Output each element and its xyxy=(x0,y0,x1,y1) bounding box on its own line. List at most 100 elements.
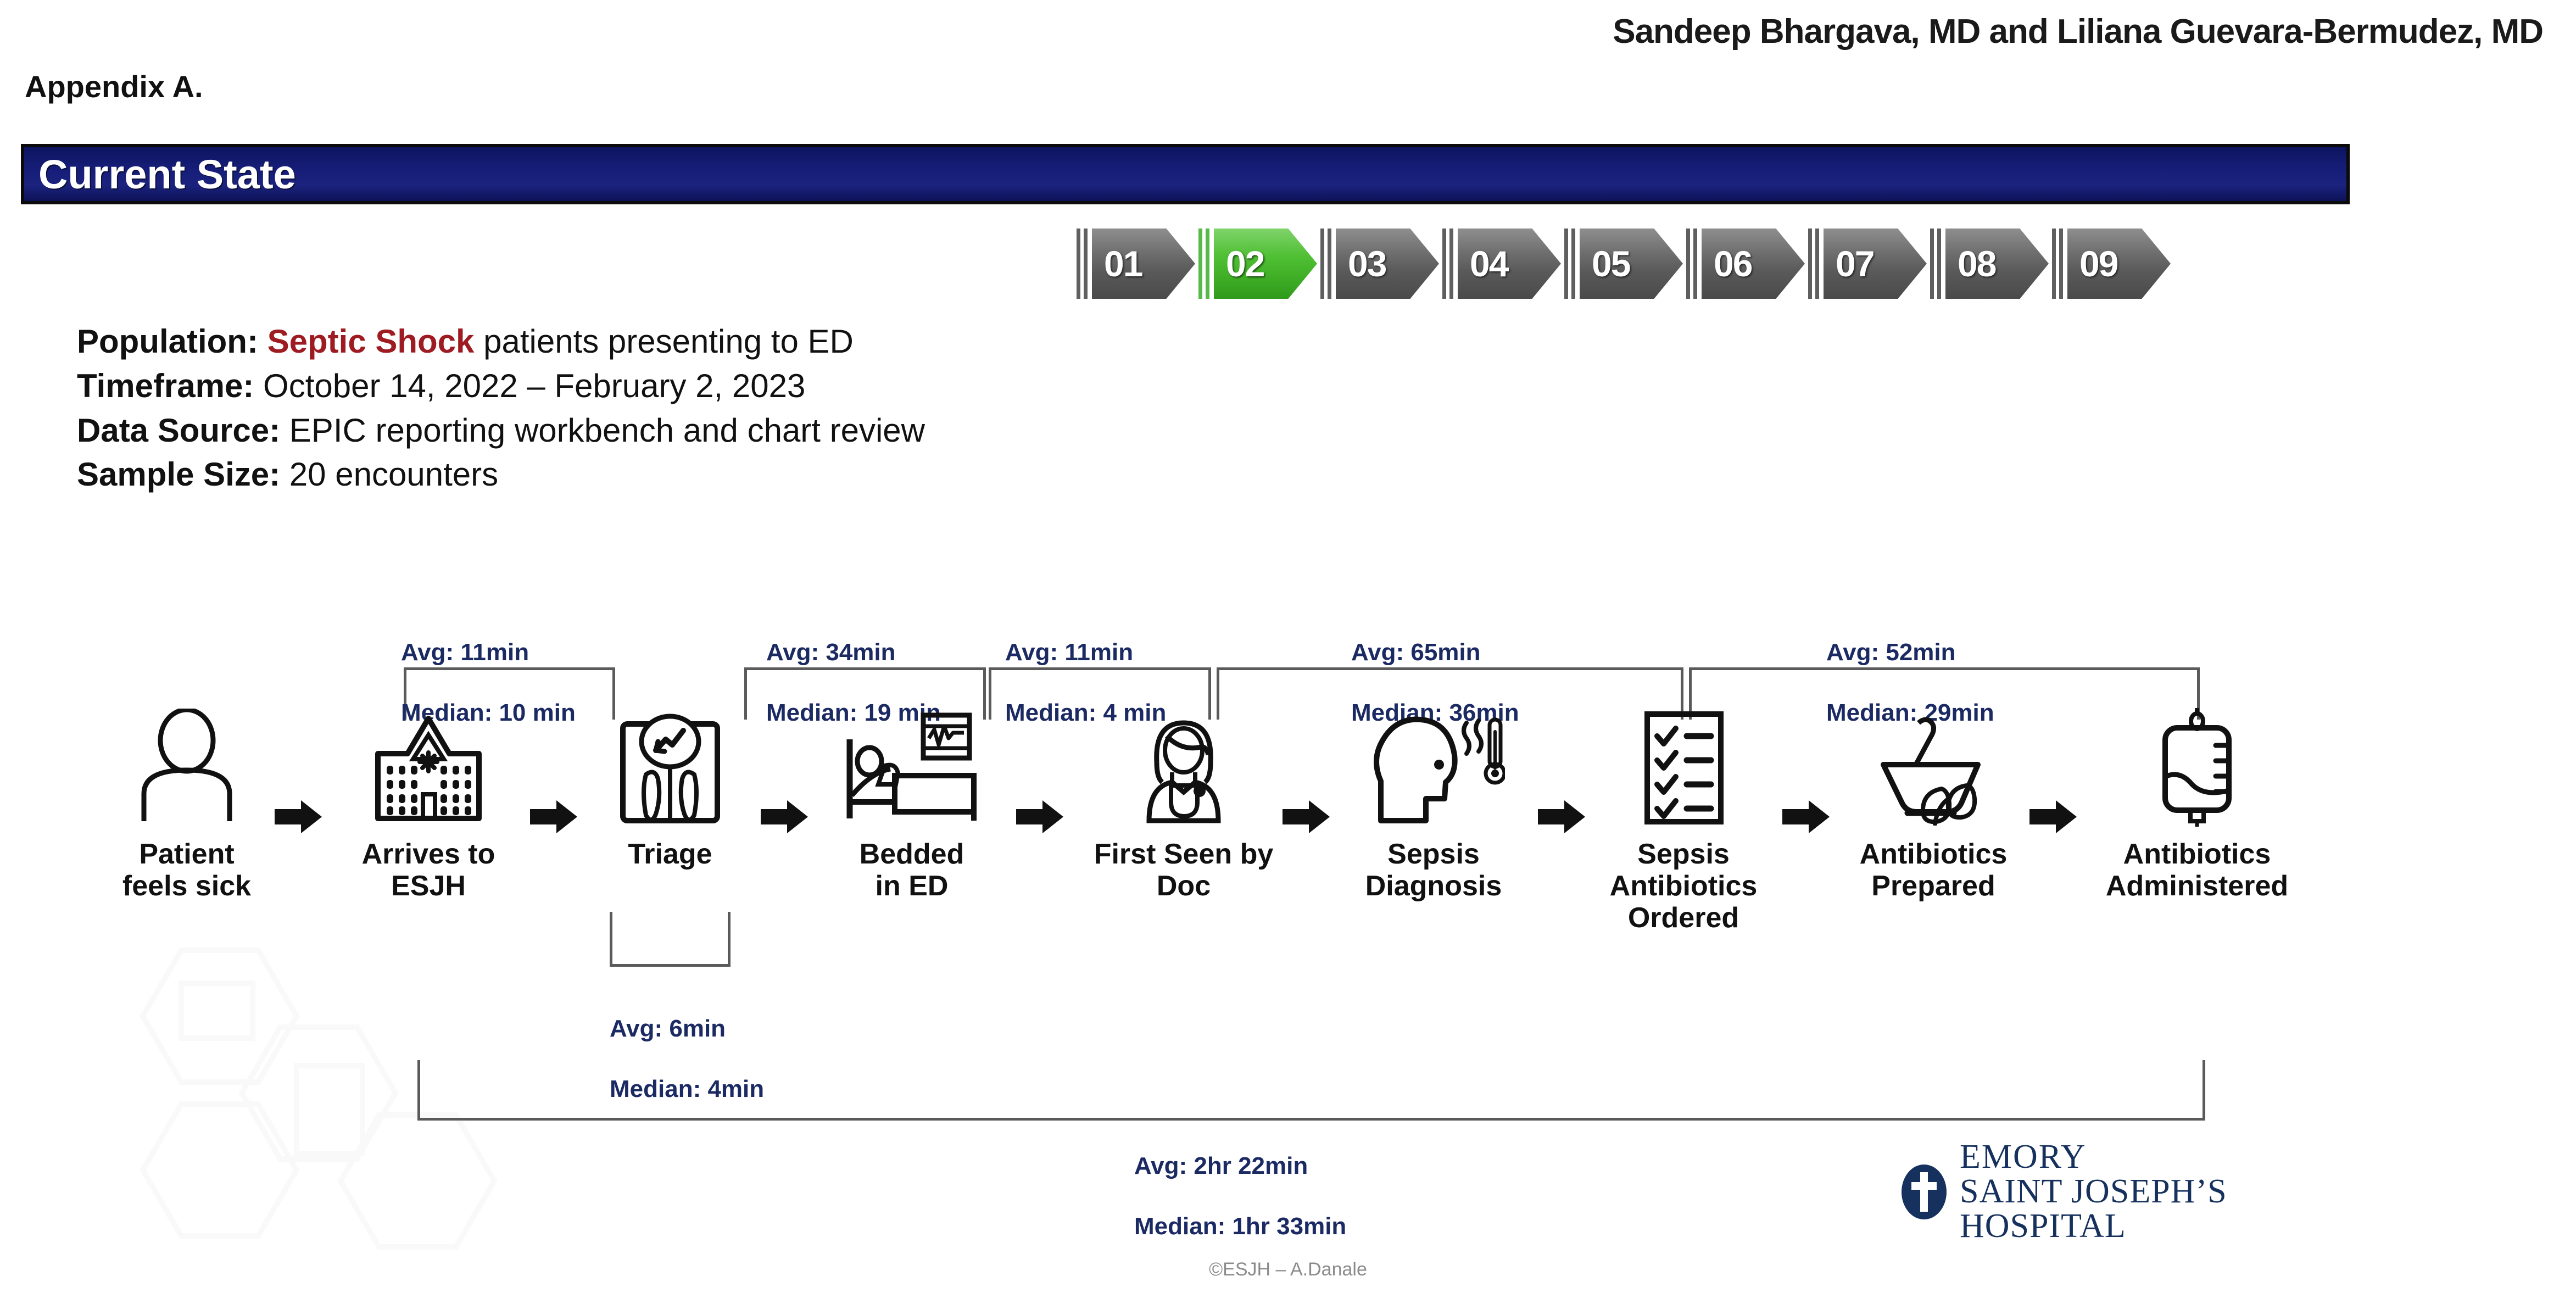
flow-step-patient-feels-sick[interactable]: Patient feels sick xyxy=(82,698,291,902)
timing-arrive-to-triage: Avg: 11min Median: 10 min xyxy=(401,607,576,758)
chevron-bars-icon xyxy=(1320,229,1335,299)
timing-triage-internal: Avg: 6min Median: 4min xyxy=(610,983,764,1134)
step-chevron-07[interactable]: 07 xyxy=(1808,222,1927,305)
flow-arrow-icon xyxy=(1283,800,1330,833)
doctor-stethoscope-icon xyxy=(1068,698,1299,835)
meta-population-label: Population: xyxy=(77,323,258,360)
flow-step-arrives-to-esjh[interactable]: Arrives to ESJH xyxy=(324,698,533,902)
checklist-icon xyxy=(1576,698,1791,835)
page-title: Current State xyxy=(38,151,296,197)
flow-arrow-icon xyxy=(2029,800,2077,833)
meta-population-rest: patients presenting to ED xyxy=(474,323,854,360)
bracket-ordered-to-administered xyxy=(1689,667,2200,720)
hospital-building-icon xyxy=(324,698,533,835)
timing-triage-to-bedded: Avg: 34min Median: 19 min xyxy=(766,607,941,758)
meta-timeframe-label: Timeframe: xyxy=(77,367,254,404)
step-chevron-04[interactable]: 04 xyxy=(1442,222,1561,305)
step-chevron-06[interactable]: 06 xyxy=(1686,222,1805,305)
step-chevron-label: 09 xyxy=(2079,243,2118,284)
flow-step-antibiotics-administered[interactable]: Antibiotics Administered xyxy=(2076,698,2318,902)
timing-median: Median: 4min xyxy=(610,1076,765,1102)
step-chevron-label: 08 xyxy=(1958,243,1997,284)
step-chevron-09[interactable]: 09 xyxy=(2052,222,2171,305)
meta-timeframe: Timeframe: October 14, 2022 – February 2… xyxy=(77,367,925,404)
chevron-bars-icon xyxy=(1686,229,1700,299)
bracket-total-door-to-antibiotics xyxy=(417,1060,2205,1121)
bracket-bedded-to-doc xyxy=(989,667,1211,720)
timing-avg: Avg: 2hr 22min xyxy=(1134,1152,1308,1179)
flow-step-label: Sepsis Antibiotics Ordered xyxy=(1609,838,1758,934)
timing-median: Median: 4 min xyxy=(1005,699,1167,726)
emory-logo-line1: EMORY xyxy=(1960,1138,2087,1175)
section-title-bar: Current State xyxy=(21,144,2350,204)
flow-step-label: Bedded in ED xyxy=(859,838,964,902)
step-chevron-01[interactable]: 01 xyxy=(1077,222,1195,305)
bracket-arrive-to-triage xyxy=(404,667,615,720)
meta-samplesize: Sample Size: 20 encounters xyxy=(77,456,925,493)
timing-avg: Avg: 6min xyxy=(610,1015,726,1042)
flow-step-label: Triage xyxy=(628,838,712,870)
chevron-bars-icon xyxy=(1198,229,1213,299)
flow-step-triage[interactable]: Triage xyxy=(577,698,763,870)
meta-samplesize-label: Sample Size: xyxy=(77,456,281,493)
timing-median: Median: 29min xyxy=(1826,699,1994,726)
meta-datasource: Data Source: EPIC reporting workbench an… xyxy=(77,413,925,449)
step-chevron-label: 04 xyxy=(1470,243,1509,284)
flow-arrow-icon xyxy=(1538,800,1585,833)
meta-samplesize-value: 20 encounters xyxy=(280,456,499,493)
meta-population-highlight: Septic Shock xyxy=(267,323,475,360)
step-chevron-label: 05 xyxy=(1592,243,1631,284)
step-progress-strip: 01 02 03 04 05 06 07 08 xyxy=(1077,220,2174,308)
step-chevron-05[interactable]: 05 xyxy=(1564,222,1683,305)
step-chevron-03[interactable]: 03 xyxy=(1320,222,1439,305)
bracket-triage-to-bedded xyxy=(744,667,986,720)
bracket-triage-internal xyxy=(610,912,731,967)
timing-avg: Avg: 52min xyxy=(1826,639,1956,666)
mortar-pestle-icon xyxy=(1824,698,2043,835)
flow-step-label: Sepsis Diagnosis xyxy=(1365,838,1502,902)
timing-median: Median: 19 min xyxy=(766,699,941,726)
step-chevron-label: 03 xyxy=(1348,243,1387,284)
iv-bag-icon xyxy=(2076,698,2318,835)
authors-line: Sandeep Bhargava, MD and Liliana Guevara… xyxy=(1613,13,2544,51)
chevron-bars-icon xyxy=(2052,229,2066,299)
flow-arrow-icon xyxy=(530,800,577,833)
timing-total-door-to-antibiotics: Avg: 2hr 22min Median: 1hr 33min xyxy=(1134,1121,1346,1272)
timing-avg: Avg: 11min xyxy=(1005,639,1134,666)
feverish-head-thermometer-icon xyxy=(1324,698,1543,835)
flow-arrow-icon xyxy=(1782,800,1830,833)
timing-avg: Avg: 11min xyxy=(401,639,529,666)
step-chevron-08[interactable]: 08 xyxy=(1930,222,2049,305)
timing-avg: Avg: 65min xyxy=(1351,639,1481,666)
flow-step-first-seen-by-doc[interactable]: First Seen by Doc xyxy=(1068,698,1299,902)
chevron-bars-icon xyxy=(1077,229,1091,299)
flow-step-bedded-in-ed[interactable]: Bedded in ED xyxy=(802,698,1022,902)
emory-logo-line2: SAINT JOSEPH’S xyxy=(1960,1173,2227,1211)
chevron-bars-icon xyxy=(1442,229,1457,299)
flow-arrow-icon xyxy=(1016,800,1063,833)
flow-step-antibiotics-prepared[interactable]: Antibiotics Prepared xyxy=(1824,698,2043,902)
hospital-bed-monitor-icon xyxy=(802,698,1022,835)
step-chevron-label: 01 xyxy=(1104,243,1143,284)
flow-step-label: Antibiotics Administered xyxy=(2105,838,2289,902)
step-chevron-label: 06 xyxy=(1714,243,1753,284)
timing-median: Median: 1hr 33min xyxy=(1134,1213,1347,1240)
flow-step-sepsis-antibiotics-ordered[interactable]: Sepsis Antibiotics Ordered xyxy=(1576,698,1791,934)
flow-arrow-icon xyxy=(275,800,322,833)
chevron-bars-icon xyxy=(1808,229,1822,299)
timing-median: Median: 10 min xyxy=(401,699,576,726)
flow-step-sepsis-diagnosis[interactable]: Sepsis Diagnosis xyxy=(1324,698,1543,902)
chevron-bars-icon xyxy=(1930,229,1944,299)
emory-logo: EMORY SAINT JOSEPH’S HOSPITAL xyxy=(1900,1138,2227,1244)
flow-step-label: Antibiotics Prepared xyxy=(1859,838,2008,902)
flow-step-label: Patient feels sick xyxy=(122,838,252,902)
footer-credit: ©ESJH – A.Danale xyxy=(1209,1259,1367,1280)
meta-datasource-value: EPIC reporting workbench and chart revie… xyxy=(280,411,925,449)
meta-timeframe-value: October 14, 2022 – February 2, 2023 xyxy=(254,367,806,404)
meta-population: Population: Septic Shock patients presen… xyxy=(77,324,925,360)
timing-bedded-to-doc: Avg: 11min Median: 4 min xyxy=(1005,607,1166,758)
step-chevron-02[interactable]: 02 xyxy=(1198,222,1317,305)
study-meta-block: Population: Septic Shock patients presen… xyxy=(77,324,925,502)
timing-doc-to-ordered: Avg: 65min Median: 36min xyxy=(1351,607,1519,758)
